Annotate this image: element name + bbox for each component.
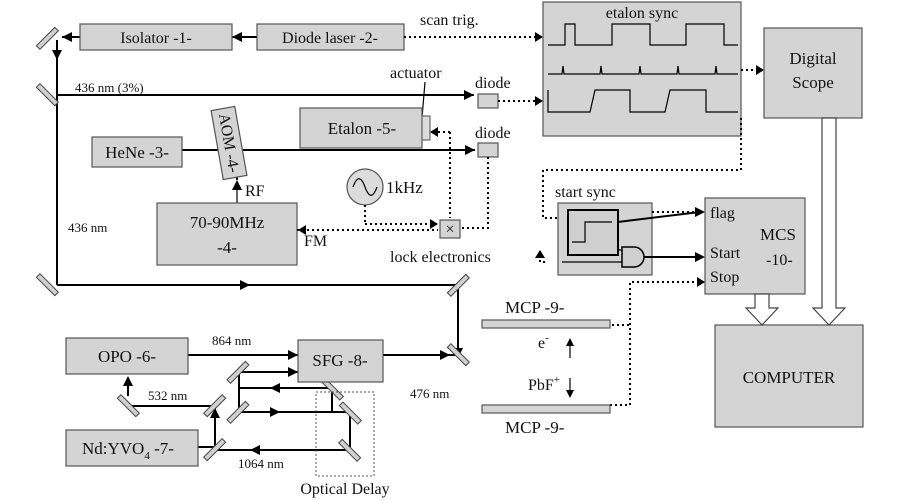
svg-text:Diode laser -2-: Diode laser -2- [282,30,378,47]
etalon-sync-display: etalon sync [542,1,742,137]
svg-text:Stop: Stop [710,269,739,286]
photodiode-top: diode [475,75,511,109]
436nm-3pct-label: 436 nm (3%) [75,80,144,95]
svg-text:flag: flag [710,205,735,222]
1064nm-label: 1064 nm [238,456,284,471]
476nm-label: 476 nm [410,386,449,401]
svg-text:MCP -9-: MCP -9- [505,418,565,437]
svg-text:Isolator -1-: Isolator -1- [120,30,192,47]
svg-text:Scope: Scope [792,73,834,92]
svg-text:HeNe -3-: HeNe -3- [105,143,169,162]
flip-flop-icon [567,209,619,256]
svg-text:Nd:YVO4 -7-: Nd:YVO4 -7- [82,439,174,462]
532nm-label: 532 nm [148,388,187,403]
digital-scope-box: Digital Scope [763,27,863,119]
sine-wave-icon [352,178,378,196]
mcs-box: flag MCS Start -10- Stop [704,197,806,295]
rf-driver-box: 70-90MHz -4- [156,202,298,266]
mcp-top: MCP -9- [481,298,611,329]
optical-delay-stage: Optical Delay [300,391,390,498]
actuator-label: actuator [390,65,442,82]
svg-text:Optical Delay: Optical Delay [300,481,389,498]
aom-box: AOM -4- [210,105,248,181]
svg-text:Start: Start [710,245,741,262]
svg-text:70-90MHz: 70-90MHz [190,213,265,232]
svg-text:1kHz: 1kHz [386,178,423,197]
hene-box: HeNe -3- [91,136,183,168]
fm-label: FM [304,233,327,250]
electron-label: e- [538,332,549,352]
pbf-label: PbF+ [528,374,560,394]
svg-text:lock electronics: lock electronics [390,249,491,266]
svg-text:MCP -9-: MCP -9- [505,298,565,317]
svg-text:COMPUTER: COMPUTER [743,368,836,387]
svg-text:MCS: MCS [760,225,796,244]
scan-trig-label: scan trig. [420,12,479,29]
sfg-box: SFG -8- [297,339,384,383]
436nm-label: 436 nm [68,220,107,235]
mirrors [35,26,471,463]
svg-text:Etalon -5-: Etalon -5- [328,119,397,138]
864nm-label: 864 nm [212,333,251,348]
computer-box: COMPUTER [714,324,864,428]
data-arrows [744,117,847,326]
svg-text:SFG -8-: SFG -8- [312,351,368,370]
svg-text:start sync: start sync [555,184,616,201]
svg-text:diode: diode [475,75,511,92]
diode-laser-box: Diode laser -2- [256,23,405,51]
isolator-box: Isolator -1- [79,23,233,51]
rf-label: RF [245,183,265,200]
multiplier-x-icon: × [445,221,454,238]
oscillator-1khz: 1kHz [346,168,423,206]
ndyvo-box: Nd:YVO4 -7- [65,429,199,467]
svg-text:diode: diode [475,125,511,142]
start-sync-box: start sync [555,184,653,276]
and-gate-icon [621,246,645,268]
svg-text:Digital: Digital [789,49,836,68]
photodiode-mid: diode [475,125,511,158]
etalon-box: Etalon -5- [299,107,431,149]
svg-text:OPO -6-: OPO -6- [98,347,156,366]
mcp-bottom: MCP -9- [481,404,611,437]
opo-box: OPO -6- [65,337,189,375]
svg-text:etalon sync: etalon sync [606,5,678,22]
svg-text:-10-: -10- [766,252,793,269]
lock-electronics: × lock electronics [390,219,491,266]
svg-text:-4-: -4- [217,238,237,257]
